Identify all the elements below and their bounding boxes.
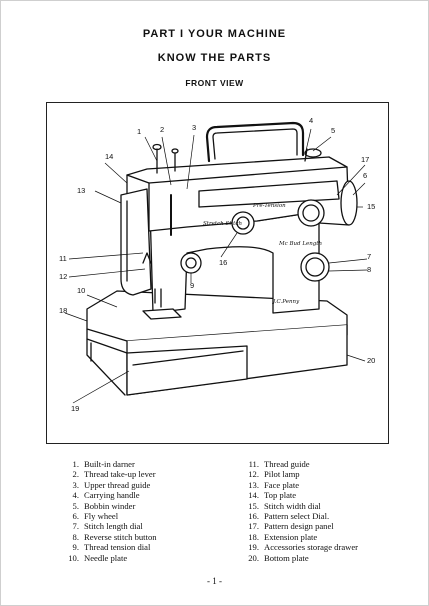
callout-18: 18 <box>59 306 68 315</box>
legend-item: 16.Pattern select Dial. <box>248 511 330 522</box>
thread-tension-dial <box>180 252 202 274</box>
legend-item: 1.Built-in darner <box>72 459 135 469</box>
front-view-diagram: Stretch Stitch Pre-Tension Mc Bud Length… <box>46 102 389 444</box>
parts-legend-left: 1.Built-in darner 2.Thread take-up lever… <box>58 459 157 563</box>
storage-drawer <box>126 345 248 396</box>
legend-item: 14.Top plate <box>248 490 297 501</box>
callout-5: 5 <box>331 126 336 135</box>
callout-4: 4 <box>309 116 314 125</box>
legend-item: 8.Reverse stitch button <box>72 531 157 542</box>
callout-8: 8 <box>367 265 372 274</box>
callout-13: 13 <box>77 186 86 195</box>
legend-item: 2.Thread take-up lever <box>72 469 156 480</box>
pattern-select-dial <box>231 211 255 235</box>
legend-item: 5.Bobbin winder <box>72 500 136 511</box>
legend-item: 10.Needle plate <box>68 552 128 563</box>
pattern-design-panel <box>198 180 340 208</box>
callout-7: 7 <box>367 252 372 261</box>
callout-3: 3 <box>192 123 197 132</box>
stitch-width-dial <box>297 199 325 227</box>
callout-16: 16 <box>219 258 228 267</box>
face-plate <box>120 188 152 296</box>
legend-item: 9.Thread tension dial <box>72 542 151 553</box>
legend-item: 12.Pilot lamp <box>248 469 300 480</box>
legend-item: 19.Accessories storage drawer <box>248 542 359 553</box>
callout-15: 15 <box>367 202 376 211</box>
callout-12: 12 <box>59 272 68 281</box>
callout-14: 14 <box>105 152 114 161</box>
legend-item: 11.Thread guide <box>248 459 310 469</box>
legend-item: 7.Stitch length dial <box>72 521 143 532</box>
sewing-machine-illustration: Stretch Stitch Pre-Tension Mc Bud Length… <box>64 121 368 404</box>
part-title: PART I YOUR MACHINE <box>142 28 287 40</box>
callout-6: 6 <box>363 171 368 180</box>
parts-legend-right: 11.Thread guide 12.Pilot lamp 13.Face pl… <box>238 459 358 563</box>
legend-item: 4.Carrying handle <box>72 490 140 501</box>
fly-wheel <box>340 180 358 226</box>
section-title: KNOW THE PARTS <box>157 52 272 64</box>
brand-script-label: J.C.Penny <box>272 299 300 305</box>
callout-11: 11 <box>59 254 67 263</box>
legend-item: 18.Extension plate <box>248 531 318 542</box>
side-script-label: Mc Bud Length <box>278 241 322 247</box>
callout-10: 10 <box>77 286 86 295</box>
legend-item: 15.Stitch width dial <box>248 500 321 511</box>
page-number: - 1 - <box>207 576 222 586</box>
model-script-label: Stretch Stitch <box>203 221 242 227</box>
callout-9: 9 <box>190 281 195 290</box>
callout-1: 1 <box>137 127 142 136</box>
legend-item: 17.Pattern design panel <box>248 521 334 532</box>
view-title: FRONT VIEW <box>185 78 244 88</box>
callout-20: 20 <box>367 356 376 365</box>
callout-17: 17 <box>361 155 370 164</box>
legend-item: 3.Upper thread guide <box>72 479 151 490</box>
carrying-handle <box>205 121 305 163</box>
stitch-length-dial <box>300 252 330 282</box>
callout-19: 19 <box>71 404 80 413</box>
legend-item: 20.Bottom plate <box>248 552 309 563</box>
callout-2: 2 <box>160 125 165 134</box>
legend-item: 6.Fly wheel <box>72 511 119 522</box>
legend-item: 13.Face plate <box>248 479 300 490</box>
badge-script-label: Pre-Tension <box>252 203 286 209</box>
needle-plate <box>142 308 182 320</box>
